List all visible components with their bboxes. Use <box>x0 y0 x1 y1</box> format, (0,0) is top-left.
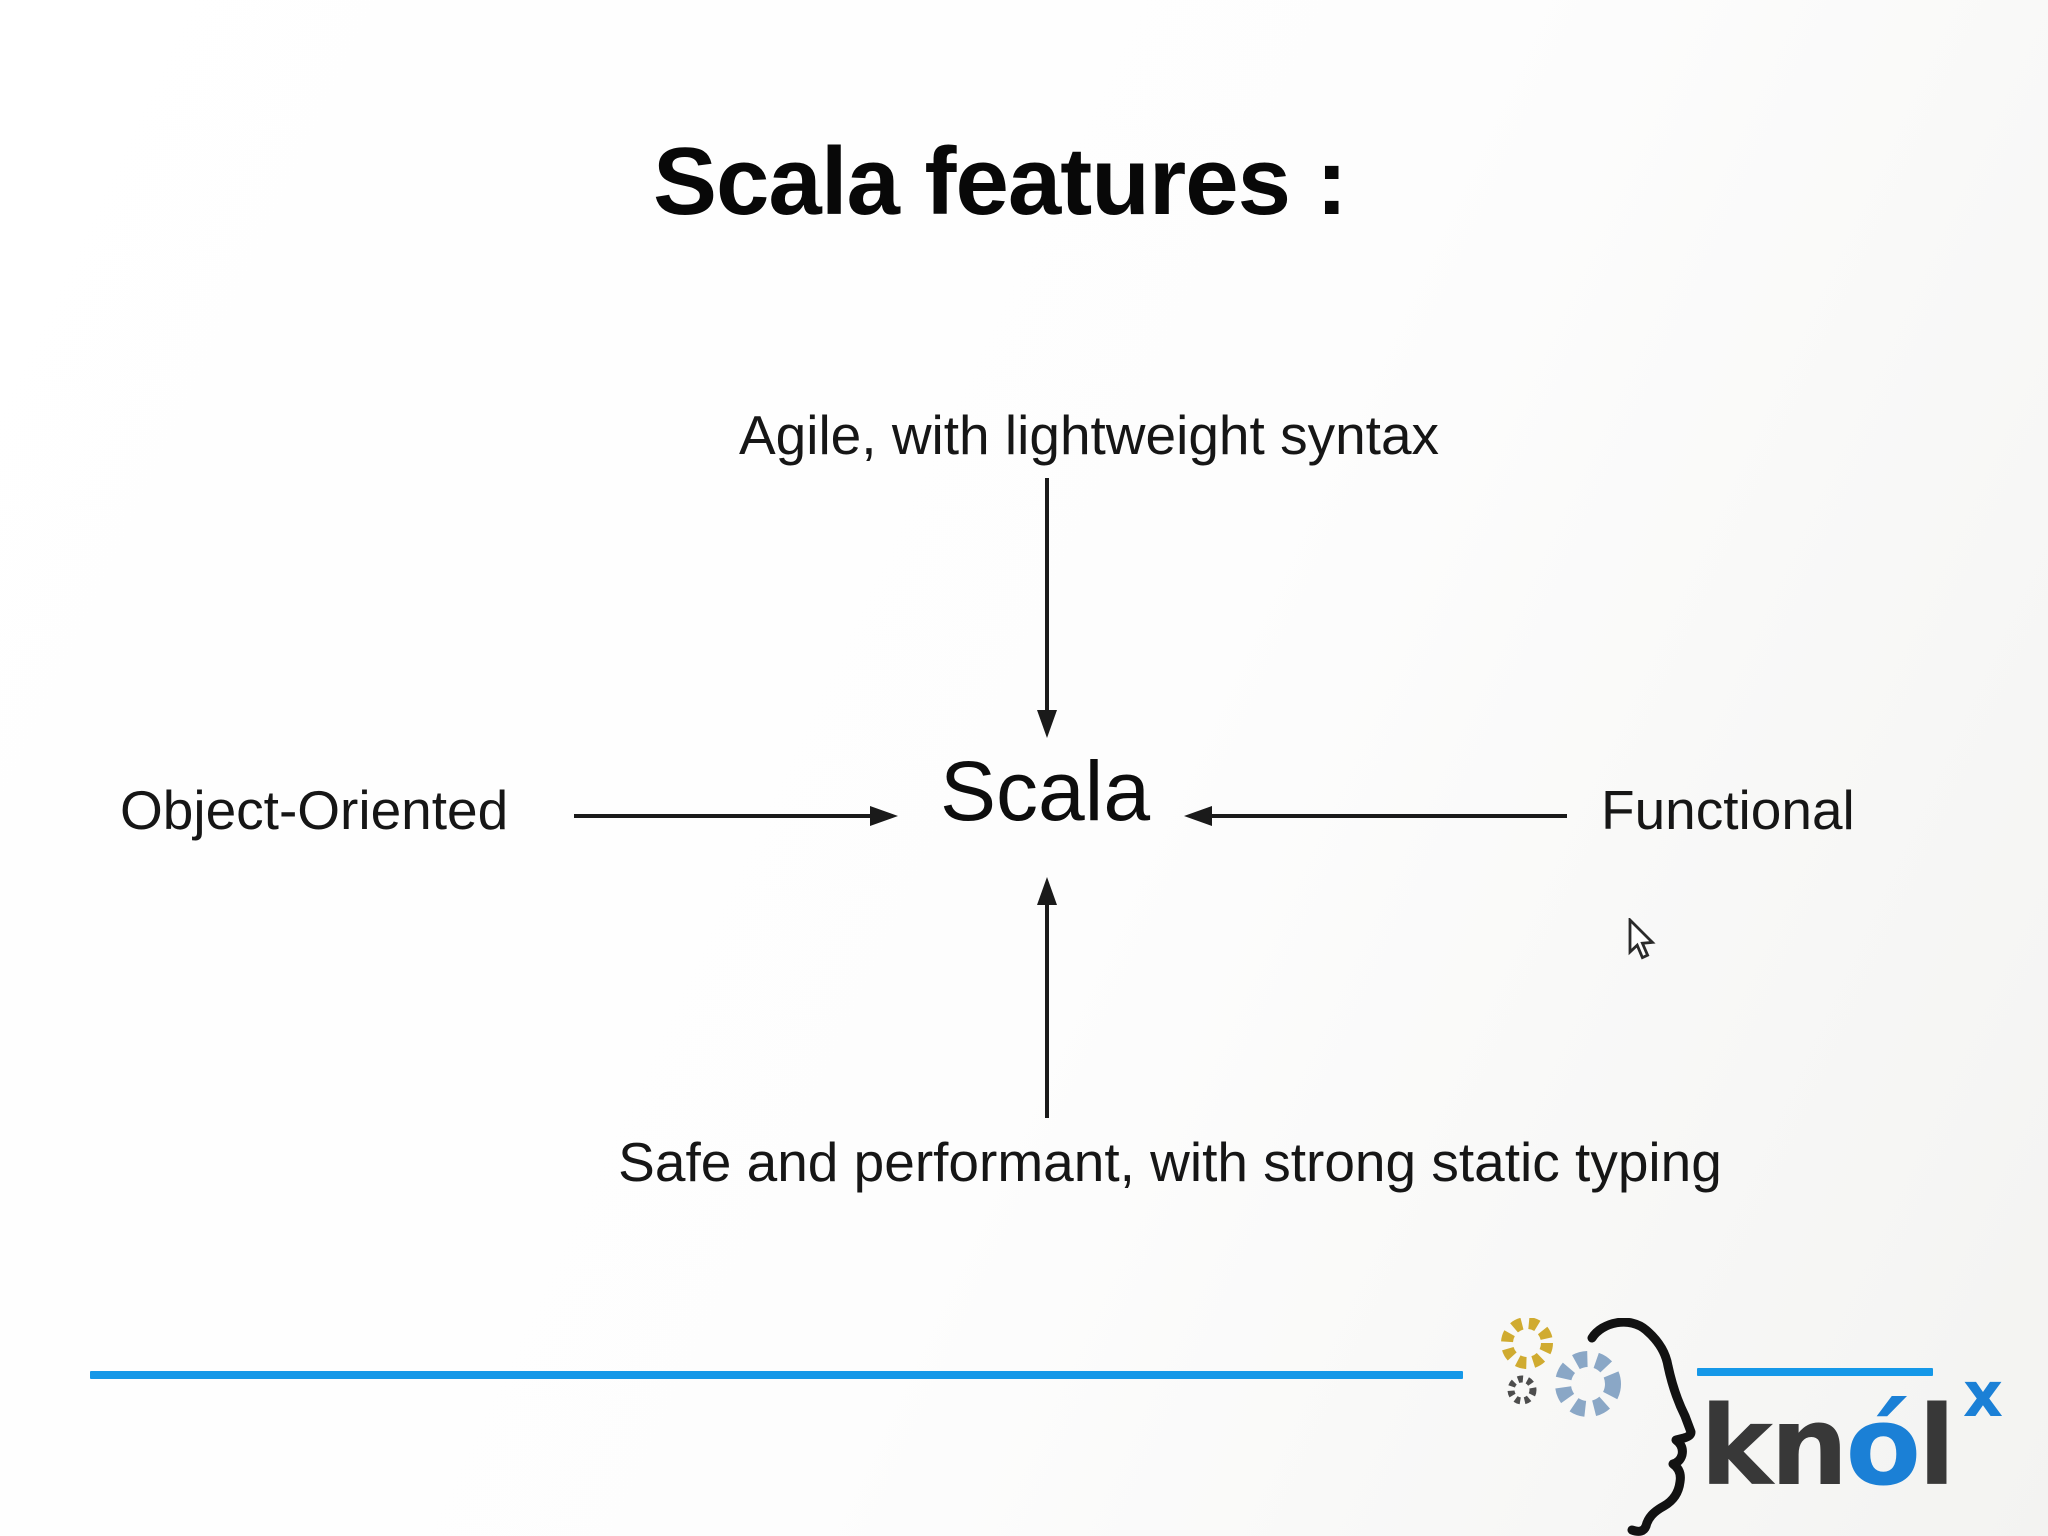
footer-accent-line-right <box>1697 1368 1933 1376</box>
wordmark-kn: kn <box>1700 1382 1848 1510</box>
knolx-wordmark: knól <box>1700 1391 1956 1501</box>
arrow-top-down <box>1037 478 1057 738</box>
arrow-right-left <box>1184 806 1567 826</box>
diagram-label-static-typing: Safe and performant, with strong static … <box>618 1131 1722 1193</box>
wordmark-l: l <box>1918 1382 1956 1510</box>
footer-accent-line-left <box>90 1371 1463 1379</box>
gear-dark-icon <box>1507 1375 1537 1405</box>
arrow-bottom-up <box>1037 877 1057 1118</box>
head-profile-icon <box>1587 1318 1696 1536</box>
slide-title: Scala features : <box>653 128 1348 235</box>
gear-blue-icon <box>1555 1351 1621 1417</box>
diagram-label-agile: Agile, with lightweight syntax <box>738 404 1440 466</box>
arrow-left-right <box>574 806 898 826</box>
wordmark-superscript-x: x <box>1963 1358 2003 1431</box>
diagram-label-functional: Functional <box>1601 779 1855 841</box>
gear-yellow-icon <box>1501 1318 1553 1369</box>
mouse-cursor-icon <box>1628 918 1656 960</box>
wordmark-o-accent: ó <box>1845 1382 1921 1510</box>
diagram-label-object-oriented: Object-Oriented <box>120 779 509 841</box>
diagram-center-node-scala: Scala <box>939 744 1151 838</box>
knolx-logo-graphic <box>1501 1318 1696 1536</box>
